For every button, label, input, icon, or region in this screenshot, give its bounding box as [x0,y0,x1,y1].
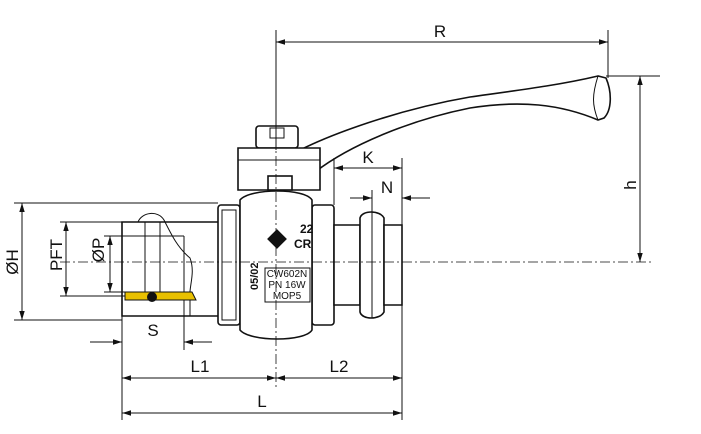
label-N: N [381,178,393,197]
label-OH: ØH [3,249,22,275]
label-K: K [362,148,374,167]
label-PFT: PFT [47,239,66,271]
dimension-L: L [122,392,402,416]
marking-material: CW602N [267,269,308,280]
dimension-R: R [275,22,609,150]
marking-size: 22 [300,222,314,236]
body-flanges [217,204,335,326]
right-press-end [333,211,403,319]
dimension-h: h [606,75,660,262]
dimension-N: N [350,178,430,212]
stem-nut [237,125,321,191]
thread-seal [124,291,197,301]
dimension-K: K [333,148,403,225]
dimension-OH: ØH [3,202,218,321]
dimension-PFT: PFT [47,221,125,297]
lever-handle [298,75,612,174]
brand-logo-icon [267,229,287,249]
marking-plate [264,267,311,303]
left-threaded-end [121,213,223,317]
label-S: S [147,321,158,340]
marking-mop: MOP5 [273,291,302,302]
label-h: h [621,180,640,189]
label-R: R [434,22,446,41]
dimension-OP: ØP [89,235,184,293]
marking-date: 05/02 [249,262,261,290]
marking-pressure: PN 16W [268,280,306,291]
label-L1: L1 [191,357,210,376]
dimension-S: S [90,300,212,420]
label-L2: L2 [330,357,349,376]
dimension-L1-L2: L1 L2 [122,305,403,420]
label-L: L [257,392,266,411]
marking-type: CR [294,237,312,251]
label-OP: ØP [89,238,108,263]
